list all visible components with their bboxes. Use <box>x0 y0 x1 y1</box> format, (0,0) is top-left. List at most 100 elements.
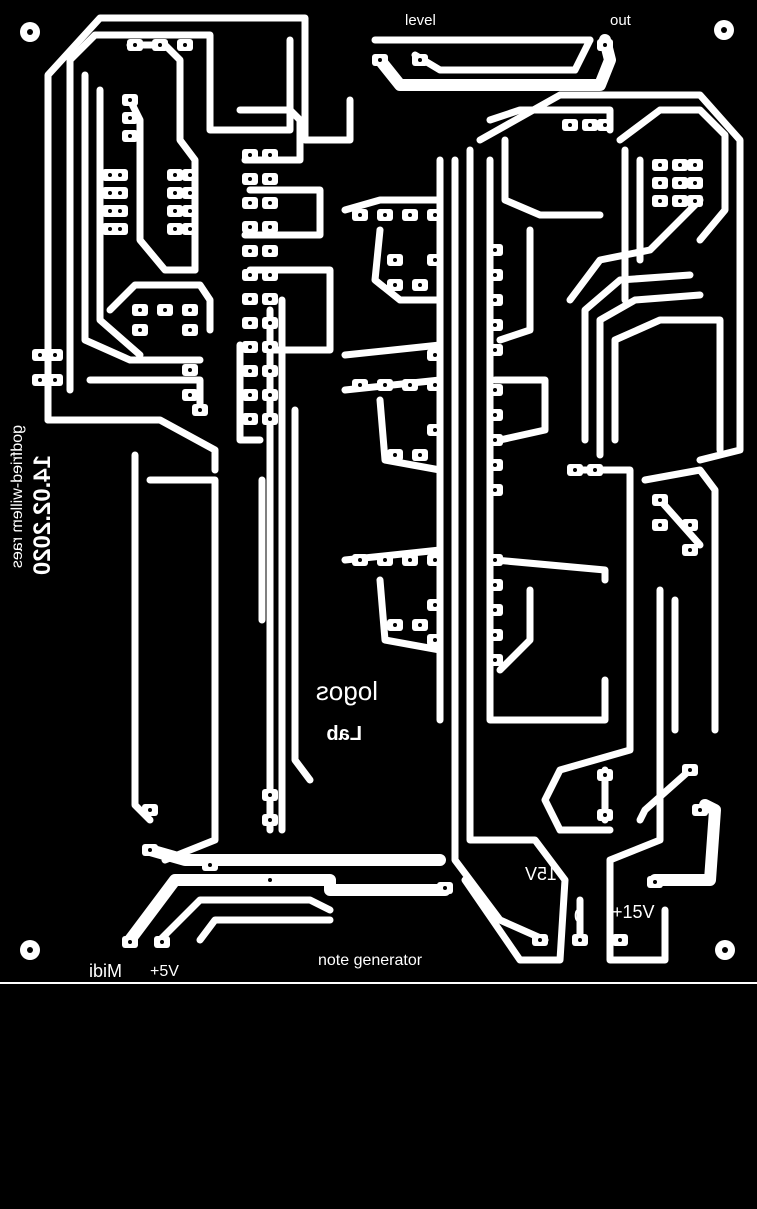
pad-hole <box>688 548 692 552</box>
pad-hole <box>418 453 422 457</box>
pad-hole <box>678 199 682 203</box>
pad-hole <box>653 880 657 884</box>
pad-hole <box>173 209 177 213</box>
label-note-generator: note generator <box>318 952 423 969</box>
pad-hole <box>188 308 192 312</box>
pad-hole <box>538 938 542 942</box>
pad-hole <box>678 163 682 167</box>
pad-hole <box>688 523 692 527</box>
pad-hole <box>408 383 412 387</box>
pad-hole <box>248 273 252 277</box>
pad-hole <box>173 191 177 195</box>
pad-hole <box>493 658 497 662</box>
pad-hole <box>693 181 697 185</box>
pad-hole <box>383 213 387 217</box>
pad-hole <box>493 298 497 302</box>
pad-hole <box>433 353 437 357</box>
pad-hole <box>618 938 622 942</box>
pad-hole <box>268 878 272 882</box>
pad-hole <box>158 43 162 47</box>
pad-hole <box>418 623 422 627</box>
label-plus15v: +15V <box>612 902 655 922</box>
pad-hole <box>108 227 112 231</box>
pad-hole <box>433 603 437 607</box>
pad-hole <box>198 408 202 412</box>
pad-hole <box>658 523 662 527</box>
pad-hole <box>493 413 497 417</box>
pad-hole <box>393 453 397 457</box>
pad-hole <box>248 417 252 421</box>
pad-hole <box>248 201 252 205</box>
pad-hole <box>603 773 607 777</box>
pad-hole <box>173 173 177 177</box>
pad-hole <box>118 227 122 231</box>
label-midi: Midi <box>89 961 122 981</box>
pad-hole <box>268 249 272 253</box>
pad-hole <box>173 227 177 231</box>
pad-hole <box>408 558 412 562</box>
pad-hole <box>268 273 272 277</box>
pad-hole <box>268 417 272 421</box>
pad-hole <box>378 58 382 62</box>
pad-hole <box>53 378 57 382</box>
pad-hole <box>578 938 582 942</box>
pad-hole <box>248 345 252 349</box>
pad-hole <box>128 98 132 102</box>
pad-hole <box>268 369 272 373</box>
pad-hole <box>108 173 112 177</box>
pad-hole <box>658 181 662 185</box>
pad-hole <box>493 633 497 637</box>
pad-hole <box>393 258 397 262</box>
pad-hole <box>248 297 252 301</box>
pad-hole <box>493 558 497 562</box>
pad-hole <box>138 308 142 312</box>
pad-hole <box>188 393 192 397</box>
pad-hole <box>268 793 272 797</box>
pad-hole <box>658 498 662 502</box>
pad-hole <box>133 43 137 47</box>
pad-hole <box>268 225 272 229</box>
label-minus15v: -15V <box>525 864 563 884</box>
pad-hole <box>433 383 437 387</box>
pad-hole <box>693 199 697 203</box>
pad-hole <box>603 813 607 817</box>
pad-hole <box>493 348 497 352</box>
label-level: level <box>405 12 436 29</box>
pad-hole <box>593 468 597 472</box>
pad-hole <box>588 123 592 127</box>
pad-hole <box>408 213 412 217</box>
pad-hole <box>188 191 192 195</box>
pad-hole <box>443 886 447 890</box>
pad-hole <box>603 123 607 127</box>
pad-hole <box>128 134 132 138</box>
pad-hole <box>160 940 164 944</box>
pad-hole <box>148 808 152 812</box>
pad-hole <box>493 608 497 612</box>
pad-hole <box>163 308 167 312</box>
pad-hole <box>108 191 112 195</box>
pad-hole <box>248 321 252 325</box>
pad-hole <box>148 848 152 852</box>
pad-hole <box>568 123 572 127</box>
pad-hole <box>248 225 252 229</box>
pad-hole <box>418 58 422 62</box>
label-author: godfried-willem raes <box>9 425 26 568</box>
pad-hole <box>268 297 272 301</box>
pad-hole <box>38 353 42 357</box>
label-lab: Lab <box>326 723 362 745</box>
label-logos: logos <box>316 676 378 706</box>
pad-hole <box>268 393 272 397</box>
pad-hole <box>208 863 212 867</box>
pad-hole <box>268 818 272 822</box>
pad-hole <box>188 368 192 372</box>
pad-hole <box>248 153 252 157</box>
pad-hole <box>358 383 362 387</box>
pad-hole <box>493 323 497 327</box>
label-date: 14.02.2020 <box>29 455 56 575</box>
pad-hole <box>693 163 697 167</box>
pad-hole <box>248 249 252 253</box>
component-pads <box>32 39 708 948</box>
pad-hole <box>493 248 497 252</box>
pad-hole <box>493 438 497 442</box>
